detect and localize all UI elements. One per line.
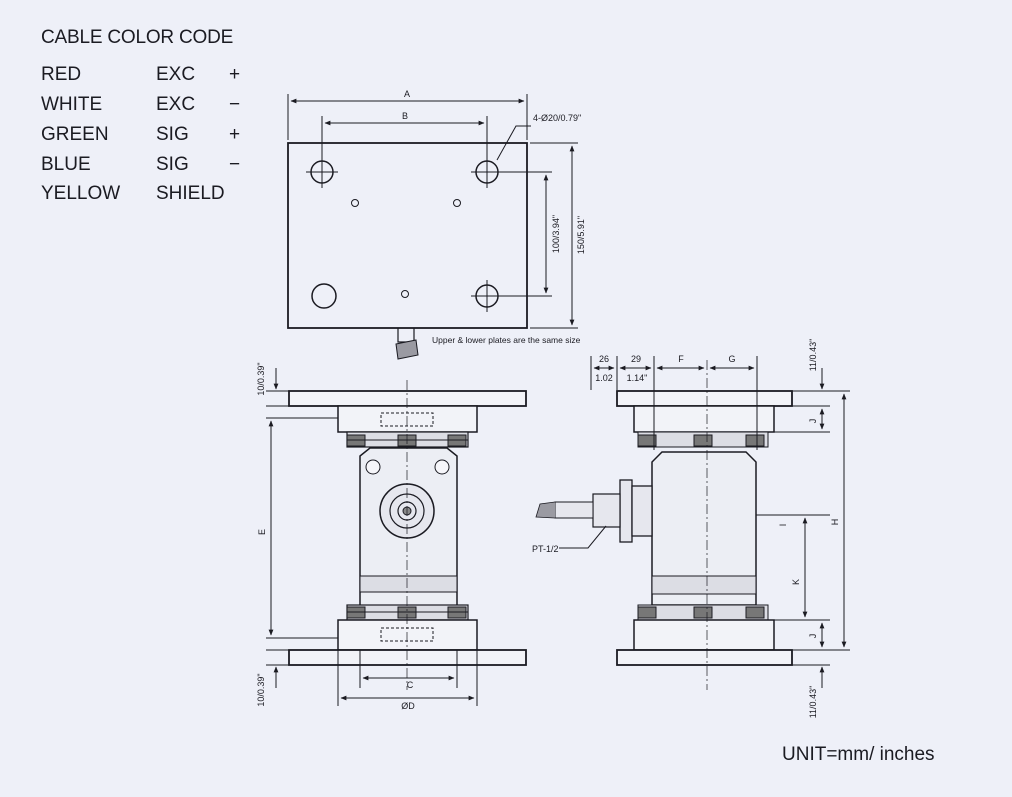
dimension-i-label: I	[778, 524, 788, 527]
dimension-150-label: 150/5.91"	[576, 216, 586, 254]
legend-wire-color: YELLOW	[41, 183, 121, 204]
mounting-hole	[306, 156, 338, 188]
body-pin	[365, 459, 381, 475]
legend-wire-signal: EXC	[156, 94, 196, 115]
dimension-c-label: C	[407, 680, 414, 690]
unit-label: UNIT=mm/ inches	[782, 744, 935, 765]
dimension-f-label: F	[678, 354, 684, 364]
ring-bolt	[745, 434, 765, 447]
cable-gland-nut	[395, 339, 419, 360]
cable-end	[535, 501, 556, 519]
legend-wire-color: RED	[41, 64, 82, 85]
thread-leader	[559, 525, 607, 549]
dimension-100-label: 100/3.94"	[551, 215, 561, 253]
legend-wire-polarity: −	[229, 94, 241, 115]
small-hole	[453, 199, 461, 207]
dimension-26-label: 26	[599, 354, 609, 364]
dimension-e-label: E	[257, 529, 267, 535]
lower-block	[337, 619, 478, 651]
plate-note: Upper & lower plates are the same size	[432, 335, 581, 345]
dimension-k-label: K	[791, 579, 801, 585]
legend-wire-color: WHITE	[41, 94, 103, 115]
ring-bolt	[693, 606, 713, 619]
lower-plate	[616, 649, 793, 666]
dimension-j-bottom-label: J	[808, 634, 818, 639]
legend-title: CABLE COLOR CODE	[41, 27, 234, 48]
dimension-d-label: ØD	[401, 701, 415, 711]
upper-plate	[616, 390, 793, 407]
body-pin	[434, 459, 450, 475]
ring-bolt	[637, 606, 657, 619]
top-plate-outline	[287, 142, 528, 329]
legend-wire-signal: SIG	[156, 154, 189, 175]
legend-wire-polarity: +	[229, 64, 241, 85]
legend-wire-polarity: +	[229, 124, 241, 145]
top-view	[287, 94, 578, 360]
body-band	[651, 575, 757, 595]
dimension-h-label: H	[830, 519, 840, 526]
body-band	[359, 575, 458, 593]
lower-plate	[288, 649, 527, 666]
small-hole	[401, 290, 409, 298]
upper-block	[337, 405, 478, 433]
side-bottom-thickness-label: 11/0.43"	[808, 686, 818, 719]
legend-wire-signal: SIG	[156, 124, 189, 145]
locating-hole	[311, 283, 337, 309]
dimension-g-label: G	[728, 354, 735, 364]
dimension-1-14-label: 1.14"	[627, 373, 648, 383]
side-top-thickness-label: 11/0.43"	[808, 339, 818, 372]
cable-gland-stub	[397, 328, 415, 343]
hole-callout-label: 4-Ø20/0.79"	[533, 113, 581, 123]
front-view	[266, 368, 527, 706]
dimension-b-label: B	[402, 111, 408, 121]
side-view	[535, 356, 850, 690]
upper-plate	[288, 390, 527, 407]
thread-label: PT-1/2	[532, 544, 559, 554]
mounting-hole	[471, 280, 503, 312]
legend-wire-polarity: −	[229, 154, 241, 175]
dimension-j-top-label: J	[808, 419, 818, 424]
cable-gland	[592, 493, 621, 528]
upper-block	[633, 405, 775, 433]
dimension-29-label: 29	[631, 354, 641, 364]
dimension-a-label: A	[404, 89, 410, 99]
mounting-hole	[471, 156, 503, 188]
ring-bolt	[745, 606, 765, 619]
lower-block	[633, 619, 775, 651]
front-bottom-thickness-label: 10/0.39"	[256, 673, 266, 706]
connector-flange	[619, 479, 633, 543]
small-hole	[351, 199, 359, 207]
hole-callout-leader	[496, 125, 531, 161]
legend-wire-signal: SHIELD	[156, 183, 225, 204]
legend-wire-signal: EXC	[156, 64, 196, 85]
legend-wire-color: GREEN	[41, 124, 109, 145]
cable	[554, 501, 594, 519]
ring-bolt	[693, 434, 713, 447]
front-top-thickness-label: 10/0.39"	[256, 362, 266, 395]
legend-wire-color: BLUE	[41, 154, 91, 175]
ring-bolt	[637, 434, 657, 447]
dimension-1-02-label: 1.02	[595, 373, 613, 383]
